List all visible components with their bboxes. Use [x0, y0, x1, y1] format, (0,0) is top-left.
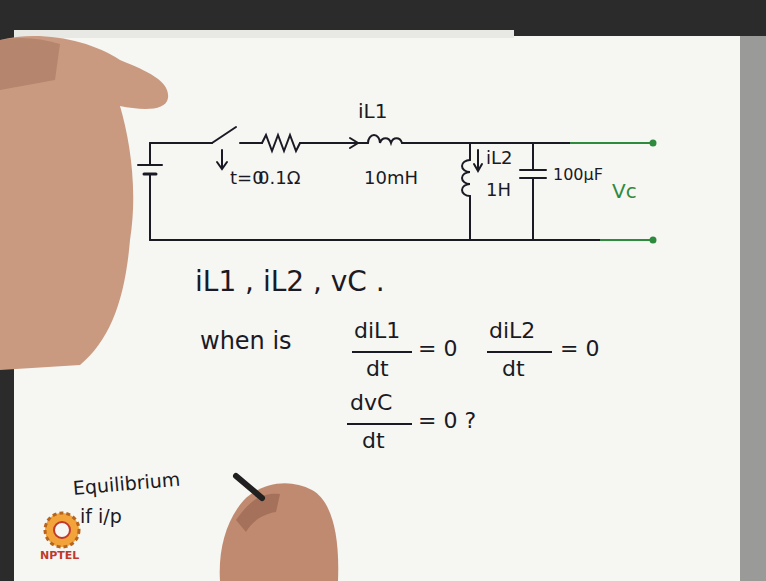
fraction-bar	[347, 423, 412, 425]
hand	[0, 36, 168, 370]
capacitor-symbol	[520, 169, 546, 171]
paper-sheet	[14, 36, 746, 581]
equation-rhs: = 0	[418, 336, 457, 361]
wire	[469, 196, 471, 240]
current-arrow	[477, 150, 479, 170]
wire	[402, 142, 570, 144]
wire	[600, 239, 650, 241]
inductor-value: 10mH	[364, 168, 418, 189]
equation-rhs: = 0 ?	[418, 408, 476, 433]
variable-list: iL1 , iL2 , vC .	[195, 266, 385, 298]
paper-edge	[740, 36, 766, 581]
circuit	[138, 127, 600, 240]
output-terminals	[570, 141, 656, 243]
pen	[236, 476, 262, 498]
derivative-numerator: diL1	[354, 318, 400, 343]
current-arrow	[350, 138, 358, 148]
wire	[149, 143, 151, 165]
paper-top-edge	[14, 30, 514, 38]
fraction-bar	[352, 351, 412, 353]
capacitor-value: 100μF	[553, 166, 603, 184]
derivative-numerator: diL2	[489, 318, 535, 343]
current-label: iL1	[358, 100, 387, 123]
wire	[570, 142, 650, 144]
hand	[220, 483, 339, 581]
nptel-logo	[45, 513, 79, 547]
switch-symbol	[212, 127, 236, 143]
hand-shadow	[236, 494, 280, 532]
terminal-dot	[651, 238, 656, 243]
switch-arrow	[217, 162, 227, 169]
fraction-bar	[487, 351, 552, 353]
derivative-numerator: dvC	[350, 390, 392, 415]
hand-shadow	[0, 38, 60, 90]
current-label: iL2	[486, 148, 512, 169]
resistor-symbol	[262, 135, 300, 151]
switch-arrow	[221, 150, 223, 168]
note-text: when is	[200, 328, 292, 356]
note-text: Equilibrium	[72, 469, 181, 500]
voltage-label: Vc	[612, 180, 637, 203]
derivative-denominator: dt	[366, 356, 389, 381]
inductor-symbol	[462, 160, 470, 196]
wire	[149, 174, 151, 240]
wire	[469, 143, 471, 160]
resistor-value: 0.1Ω	[258, 168, 300, 189]
battery-symbol	[138, 164, 162, 166]
wire	[150, 142, 212, 144]
logo-text: NPTEL	[40, 550, 79, 563]
wire	[532, 178, 534, 240]
wire	[532, 143, 534, 170]
note-text: if i/p	[80, 506, 122, 528]
terminal-dot	[651, 141, 656, 146]
inductor-symbol	[368, 135, 402, 143]
current-arrow	[474, 164, 482, 171]
wire	[240, 142, 262, 144]
derivative-denominator: dt	[502, 356, 525, 381]
equation-rhs: = 0	[560, 336, 599, 361]
logo-center	[54, 522, 70, 538]
derivative-denominator: dt	[362, 428, 385, 453]
inductor-value: 1H	[486, 180, 511, 201]
logo-gear	[45, 513, 79, 547]
